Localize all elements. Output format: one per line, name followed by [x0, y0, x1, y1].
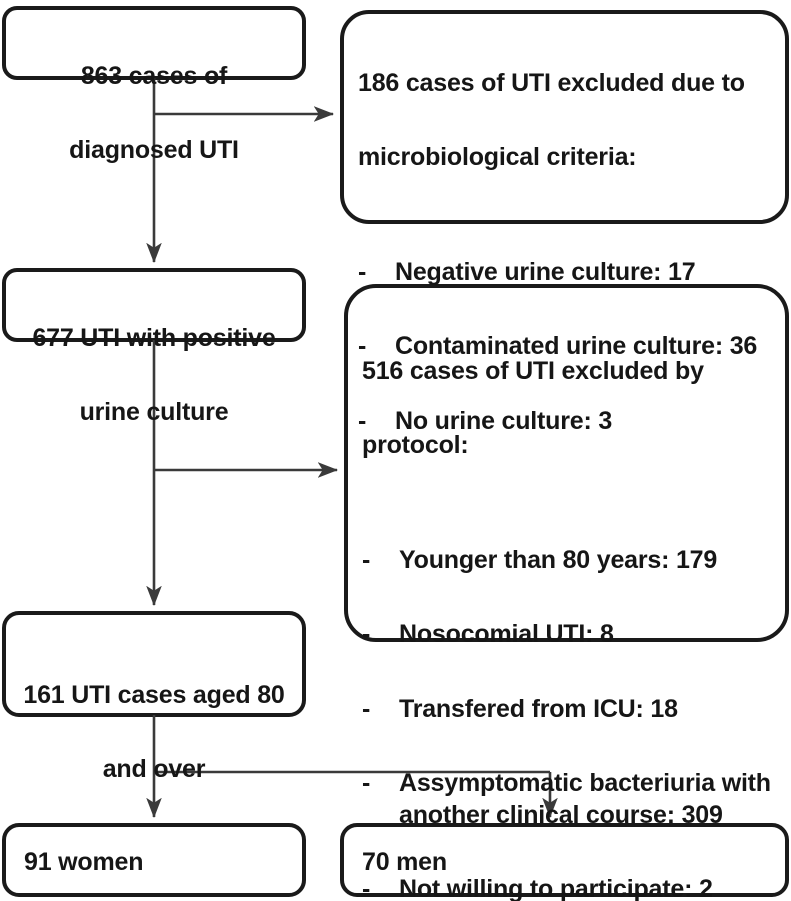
list-item: - Negative urine culture: 17 — [358, 256, 778, 289]
list-item: - Transfered from ICU: 18 — [362, 693, 776, 726]
list-item: - Assymptomatic bacteriuria with another… — [362, 767, 776, 832]
node-label-start-line2: diagnosed UTI — [69, 135, 239, 164]
list-item-label: Assymptomatic bacteriuria with another c… — [399, 768, 778, 830]
list-item: - Nosocomial UTI: 8 — [362, 618, 776, 651]
node-label-positive-culture-line2: urine culture — [79, 397, 229, 426]
exclusion-microbiological-list: - Negative urine culture: 17 - Contamina… — [358, 215, 778, 479]
list-item-label: Negative urine culture: 17 — [395, 258, 696, 287]
list-item-label: Nosocomial UTI: 8 — [399, 620, 614, 649]
exclusion-microbiological-content: 186 cases of UTI excluded due to microbi… — [358, 25, 778, 520]
node-label-aged-cohort: 161 UTI cases aged 80 and over — [10, 637, 298, 827]
list-item-label: Not willing to participate: 2 — [399, 875, 713, 901]
list-item: - Contaminated urine culture: 36 — [358, 330, 778, 363]
list-item-label: Contaminated urine culture: 36 — [395, 332, 758, 361]
bullet-dash-icon: - — [362, 875, 371, 901]
node-label-positive-culture-line1: 677 UTI with positive — [32, 323, 276, 352]
list-item-label: Younger than 80 years: 179 — [399, 546, 718, 575]
exclusion-microbiological-heading-line2: microbiological criteria: — [358, 142, 637, 171]
exclusion-protocol-heading-line1: 516 cases of UTI excluded by — [362, 356, 704, 385]
node-box-protocol-exclusion — [344, 284, 789, 642]
node-label-aged-cohort-line2: and over — [102, 754, 206, 783]
bullet-dash-icon: - — [358, 258, 367, 287]
node-label-men: 70 men — [362, 848, 447, 876]
list-item: - Younger than 80 years: 179 — [362, 544, 776, 577]
bullet-dash-icon: - — [362, 546, 371, 575]
node-label-start: 863 cases of diagnosed UTI — [10, 18, 298, 208]
node-label-women: 91 women — [24, 848, 144, 876]
node-box-women — [2, 823, 306, 897]
bullet-dash-icon: - — [358, 406, 367, 435]
bullet-dash-icon: - — [362, 620, 371, 649]
node-box-microbiological-exclusion — [340, 10, 789, 224]
bullet-dash-icon: - — [362, 768, 371, 797]
node-label-positive-culture: 677 UTI with positive urine culture — [10, 280, 298, 470]
node-box-men — [340, 823, 789, 897]
exclusion-protocol-content: 516 cases of UTI excluded by protocol: -… — [362, 313, 776, 901]
list-item: - No urine culture: 3 — [358, 405, 778, 438]
bullet-dash-icon: - — [358, 332, 367, 361]
list-item-label: No urine culture: 3 — [395, 406, 613, 435]
node-label-start-line1: 863 cases of — [80, 61, 228, 90]
bullet-dash-icon: - — [362, 694, 371, 723]
exclusion-protocol-list: - Younger than 80 years: 179 - Nosocomia… — [362, 503, 776, 901]
list-item: - Not willing to participate: 2 — [362, 873, 776, 901]
exclusion-microbiological-heading-line1: 186 cases of UTI excluded due to — [358, 68, 745, 97]
list-item-label: Transfered from ICU: 18 — [399, 694, 678, 723]
node-label-aged-cohort-line1: 161 UTI cases aged 80 — [23, 680, 285, 709]
exclusion-protocol-heading-line2: protocol: — [362, 430, 469, 459]
